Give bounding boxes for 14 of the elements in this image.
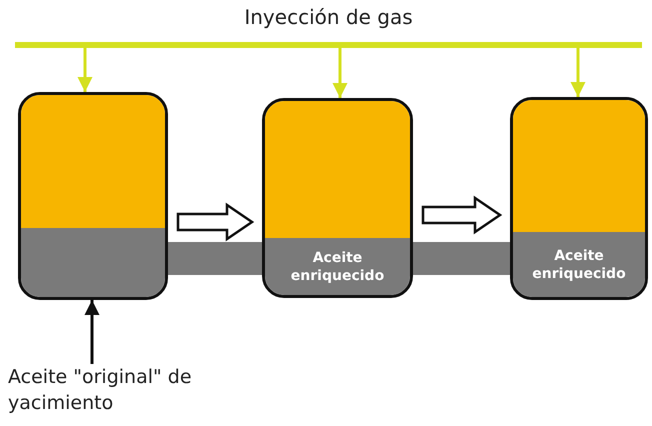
callout-text: Aceite "original" de yacimiento	[8, 364, 238, 420]
flow-arrow	[176, 202, 254, 242]
oil-label: Aceite enriquecido	[290, 248, 386, 284]
tank	[262, 98, 413, 298]
pipe	[413, 242, 510, 275]
tank	[18, 92, 168, 300]
gas-injection-arrow	[570, 48, 586, 97]
gas-injection-arrow	[78, 48, 92, 92]
tank	[510, 97, 648, 300]
oil-label: Aceite enriquecido	[531, 246, 627, 282]
gas-injection-arrow	[332, 48, 348, 98]
flow-arrow	[422, 196, 502, 234]
heading-text: Inyección de gas	[243, 4, 414, 30]
leader-arrow	[84, 300, 100, 364]
